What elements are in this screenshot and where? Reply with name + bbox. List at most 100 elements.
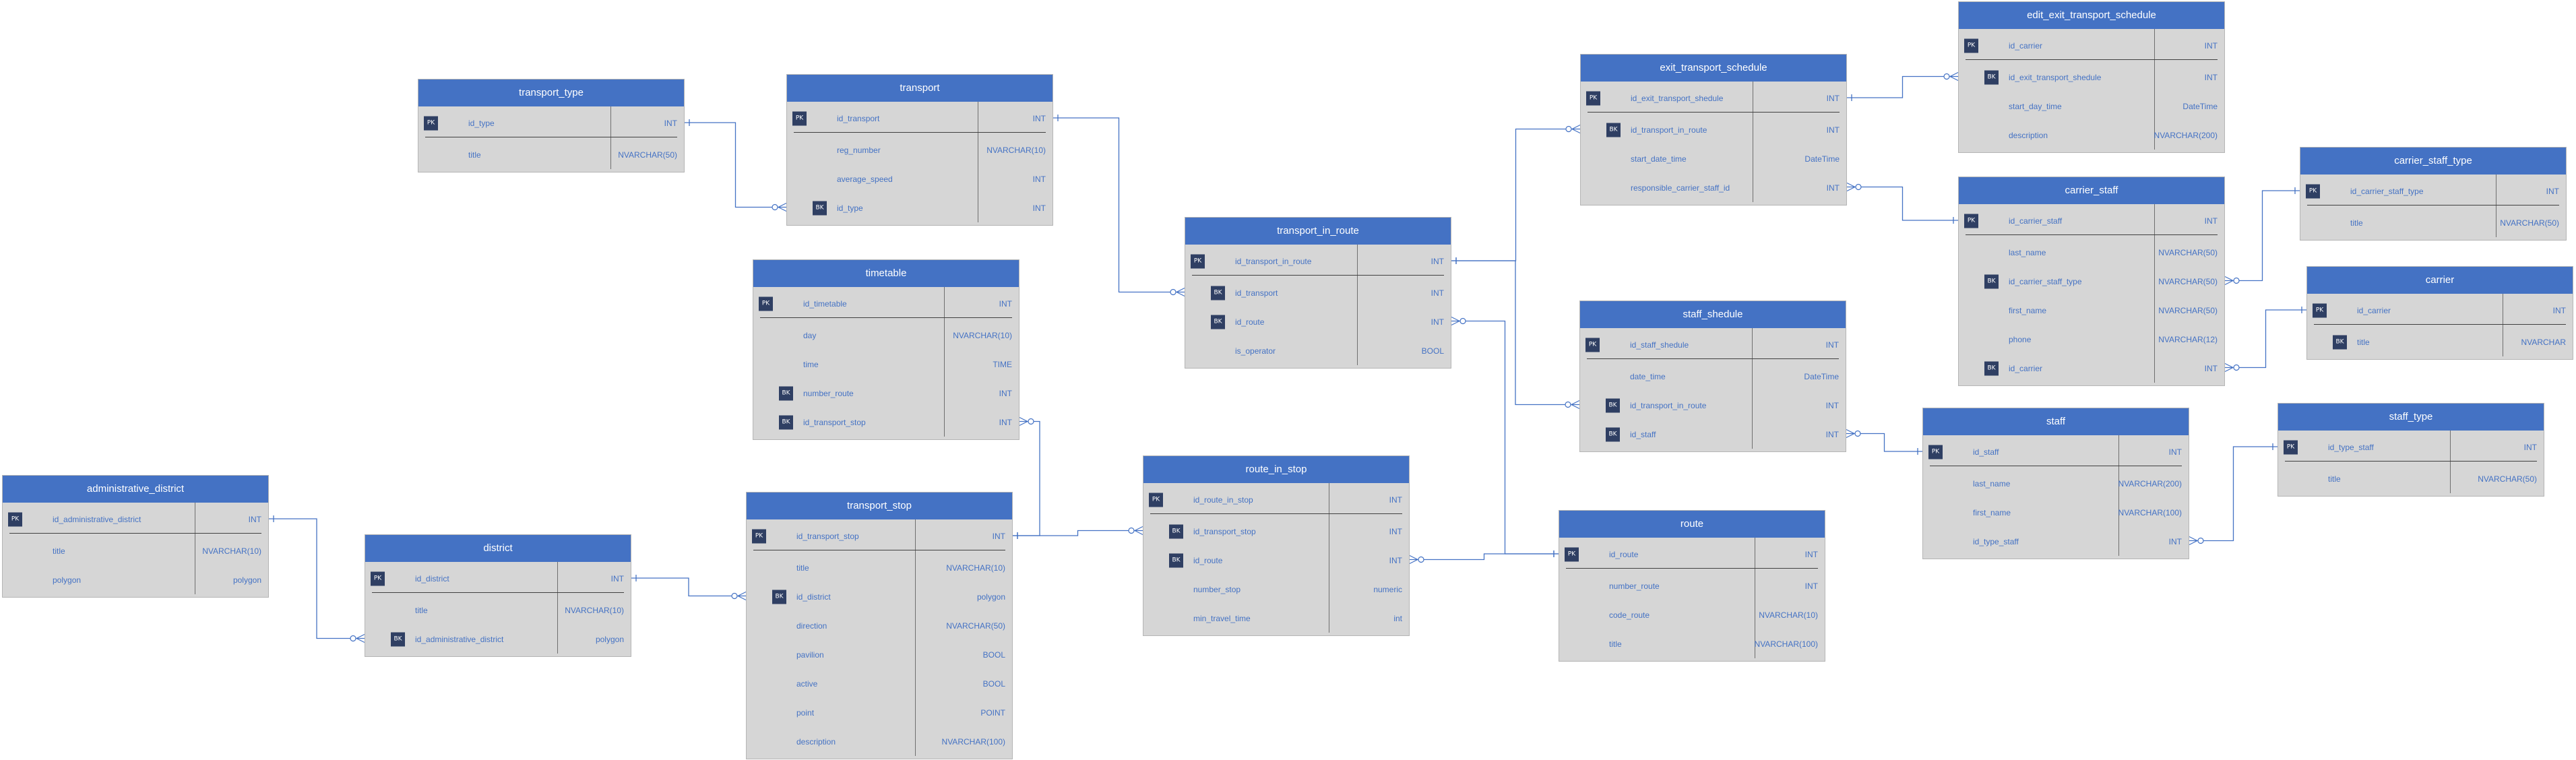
relationship-line [2225,309,2306,369]
field-name: id_transport_stop [803,417,866,427]
field-type: INT [664,119,677,128]
field-name: id_transport_stop [796,532,859,541]
foreign-key-icon: BK [1211,286,1225,300]
field-type: INT [1389,526,1402,536]
field-type: NVARCHAR(10) [986,145,1046,155]
field-type: INT [1825,340,1839,350]
relationship-line [1013,530,1143,536]
field-name: responsible_carrier_staff_id [1631,183,1730,193]
field-type: INT [1804,581,1818,591]
optional-cardinality-mark [1854,430,1861,437]
relationship-line [2225,190,2300,282]
many-cardinality-mark [356,633,365,639]
